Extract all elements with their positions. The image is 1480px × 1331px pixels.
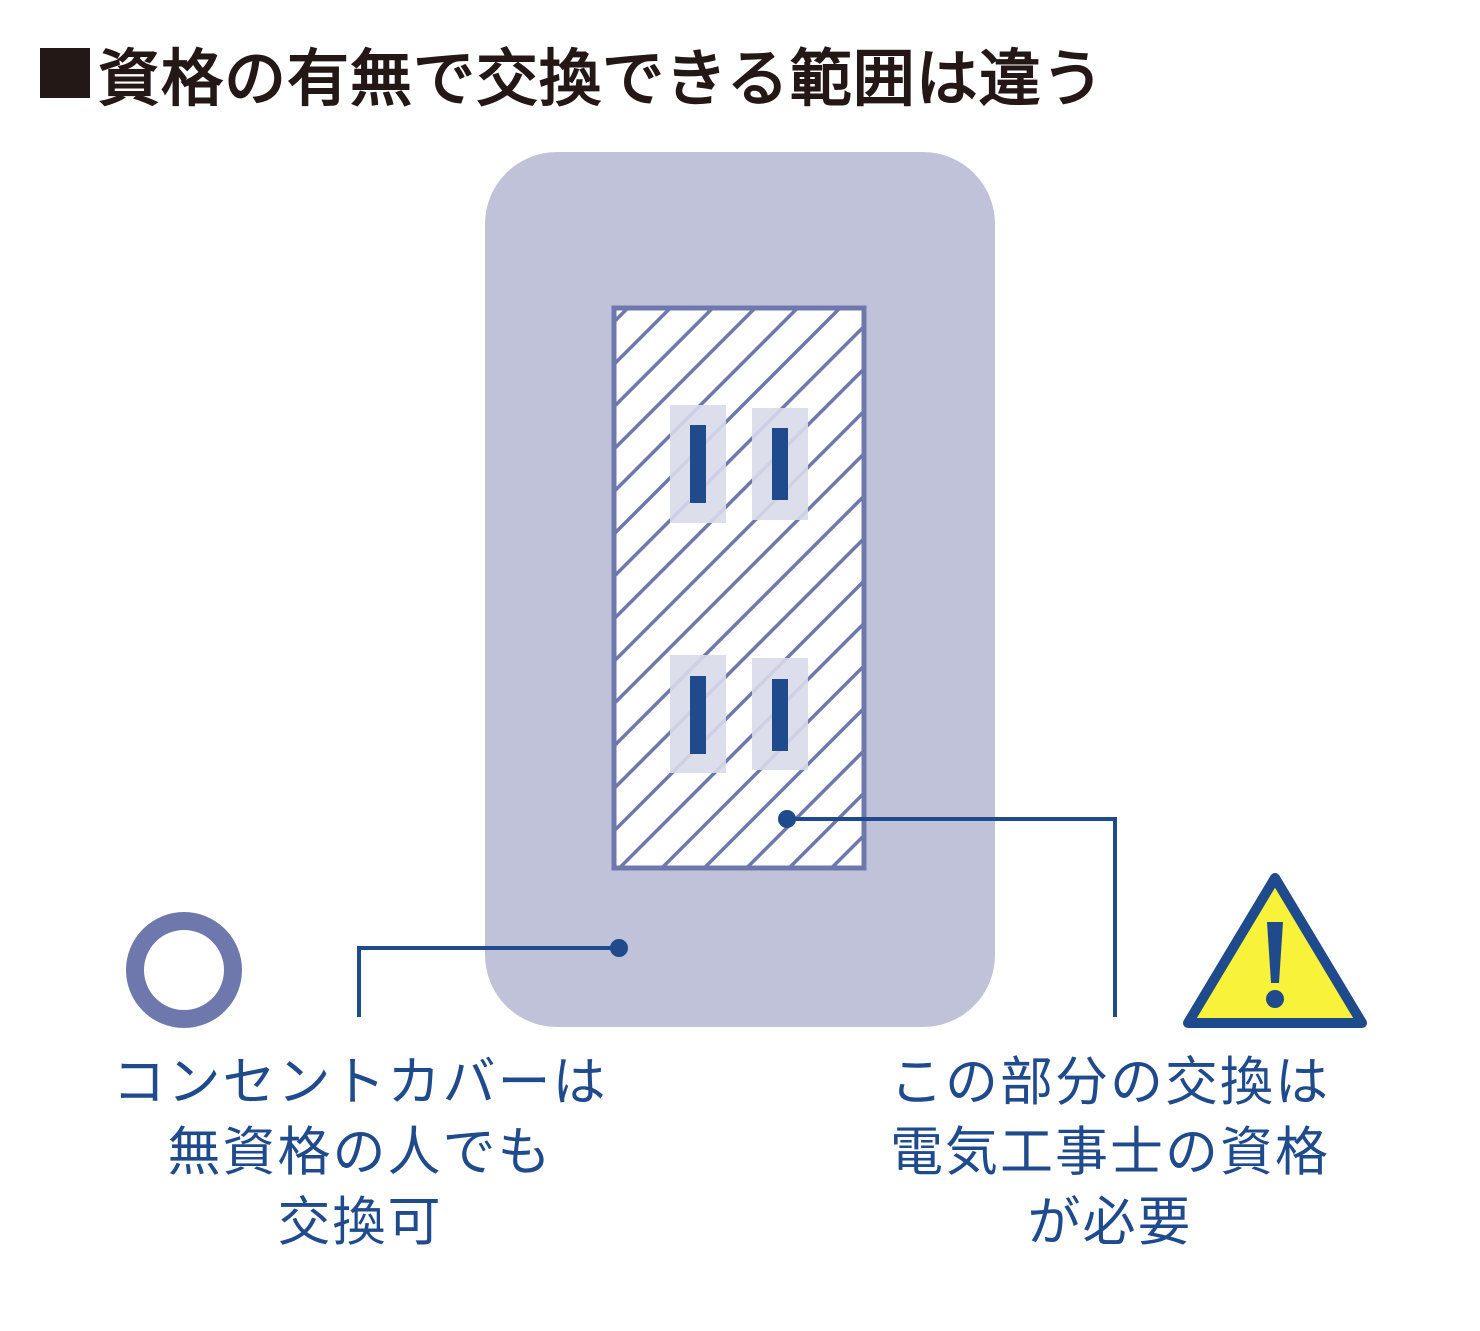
circle-ok-icon xyxy=(126,912,242,1028)
title-square-icon xyxy=(40,48,90,98)
upper-receptacle xyxy=(670,405,808,523)
outlet-caption-line: 電気工事士の資格 xyxy=(890,1122,1330,1183)
cover-leader-line xyxy=(357,939,628,1017)
lower-receptacle xyxy=(670,655,808,773)
cover-caption-line: 無資格の人でも xyxy=(167,1122,553,1183)
cover-caption: コンセントカバーは 無資格の人でも 交換可 xyxy=(90,1048,630,1258)
slot xyxy=(772,428,788,500)
slot xyxy=(690,425,706,503)
cover-caption-line: コンセントカバーは xyxy=(112,1052,608,1113)
outlet-caption-line: この部分の交換は xyxy=(890,1052,1330,1113)
outlet-caption-line: が必要 xyxy=(1027,1192,1193,1253)
slot xyxy=(690,676,706,754)
outlet-caption: この部分の交換は 電気工事士の資格 が必要 xyxy=(870,1048,1350,1258)
cover-caption-line: 交換可 xyxy=(277,1192,443,1253)
page-title: 資格の有無で交換できる範囲は違う xyxy=(40,28,1105,118)
title-text: 資格の有無で交換できる範囲は違う xyxy=(98,42,1105,115)
outlet-body xyxy=(611,305,867,871)
outlet-leader-line xyxy=(778,810,1117,1017)
warning-triangle-icon xyxy=(1183,873,1367,1028)
slot xyxy=(772,679,788,751)
